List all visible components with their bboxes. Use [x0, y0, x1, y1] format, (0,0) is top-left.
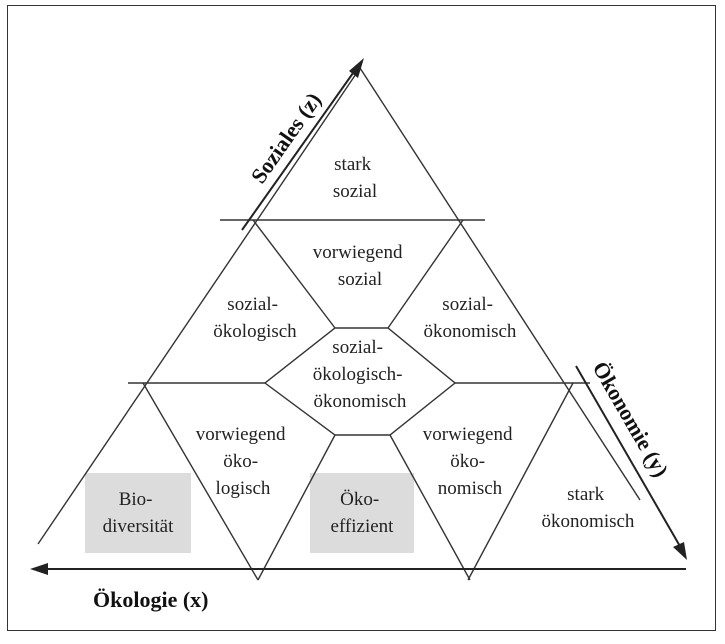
region-oekoeffizient: Öko- effizient [331, 489, 395, 537]
region-vorwiegend-oekonomisch: vorwiegend öko- nomisch [423, 424, 517, 499]
region-center: sozial- ökologisch- ökonomisch [313, 337, 407, 412]
soziales-axis-label: Soziales (z) [246, 88, 326, 188]
divider-upper-left [252, 219, 336, 329]
soziales-axis-line [241, 65, 359, 231]
triangle-left-edge [37, 67, 361, 545]
region-biodiversitaet: Bio- diversität [103, 489, 174, 537]
region-sozial-oekologisch: sozial- ökologisch [213, 294, 297, 342]
oekonomie-axis-line [575, 365, 682, 549]
biodiversity-box [85, 473, 191, 553]
divider-lower-3 [389, 434, 471, 581]
triangle-right-edge [359, 67, 641, 501]
eco-efficient-box [310, 473, 414, 553]
region-stark-oekonomisch: stark ökonomisch [542, 484, 635, 532]
divider-lower-2 [257, 434, 336, 581]
oekologie-axis-label: Ökologie (x) [93, 587, 209, 612]
soziales-arrowhead [349, 58, 364, 78]
oekonomie-arrowhead [673, 542, 687, 560]
divider-lower-1 [142, 382, 259, 581]
region-sozial-oekonomisch: sozial- ökonomisch [424, 294, 517, 342]
region-stark-sozial: stark sozial [333, 154, 377, 202]
region-vorwiegend-oekologisch: vorwiegend öko- logisch [196, 424, 290, 499]
oekologie-arrowhead [30, 563, 48, 575]
divider-upper-right [387, 219, 464, 329]
divider-lower-4 [467, 382, 574, 581]
region-vorwiegend-sozial: vorwiegend sozial [313, 242, 407, 290]
